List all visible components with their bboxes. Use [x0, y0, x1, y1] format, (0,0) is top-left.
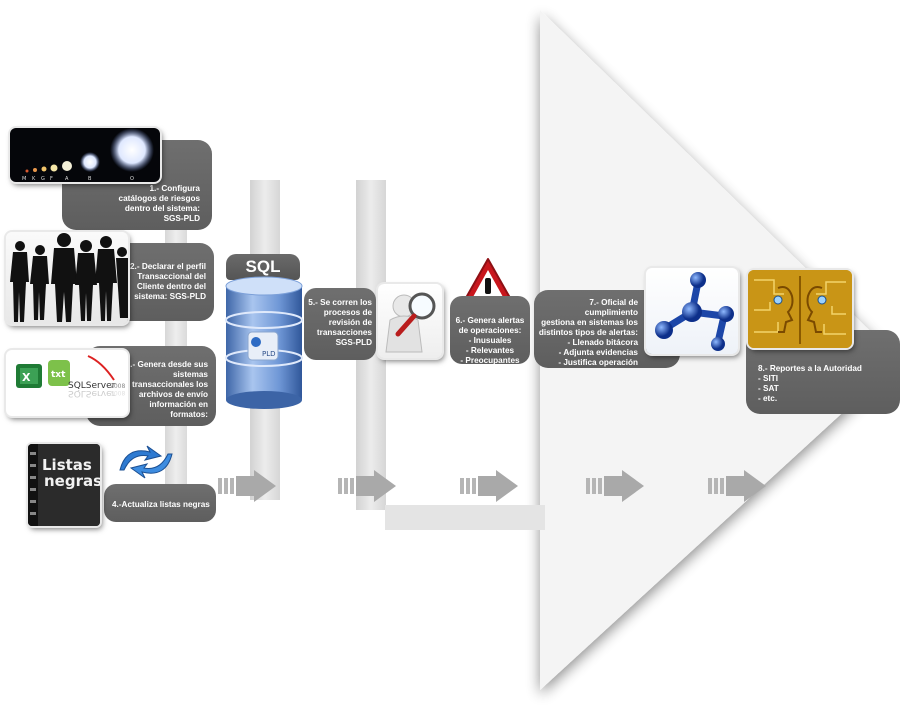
step-5-line-3: revisión de	[328, 318, 372, 327]
flow-arrow-4	[586, 470, 644, 502]
base-band	[385, 505, 545, 530]
step-6-line-3: - Inusuales	[468, 336, 512, 345]
people-silhouettes-icon	[6, 232, 128, 324]
step-5-box: 5.- Se corren los procesos de revisión d…	[304, 288, 376, 360]
sqlserver-logo-reflection: SQLServer 2008	[68, 388, 125, 398]
book-title-line-1: Listas	[42, 456, 92, 474]
scale-label-b: B	[88, 176, 92, 182]
scale-label-a: A	[65, 176, 69, 182]
sqlserver-year: 2008	[110, 383, 125, 390]
scale-label-k: K	[32, 176, 36, 182]
step-3-line-5: información en	[149, 400, 208, 409]
step-6-line-1: 6.- Genera alertas	[455, 316, 525, 325]
step-5-line-4: transacciones	[316, 328, 372, 337]
step-1-line-1: 1.- Configura	[149, 184, 201, 193]
pld-badge: PLD	[262, 350, 276, 358]
step-1-line-3: dentro del sistema:	[124, 204, 200, 213]
step-3-line-6: formatos:	[170, 410, 208, 419]
flow-arrow-3	[460, 470, 518, 502]
step-8-line-1: 8.- Reportes a la Autoridad	[758, 364, 862, 373]
flow-arrow-5	[708, 470, 766, 502]
step-1-line-4: SGS-PLD	[163, 214, 200, 223]
step-6-box: 6.- Genera alertas de operaciones: - Inu…	[450, 296, 530, 365]
step-2-line-3: Cliente dentro del	[136, 282, 206, 291]
step-8-line-3: - SAT	[758, 384, 779, 393]
step-7-line-6: - Justifica operación	[558, 358, 638, 367]
star-chart-icon: M K G F A B O	[10, 128, 160, 182]
step-3-line-3: transaccionales los	[132, 380, 208, 389]
step-6-line-2: de operaciones:	[458, 326, 522, 335]
refresh-arrows-icon	[116, 442, 176, 482]
file-formats-icon: X txt SQLServer 2008 SQLServer 2008	[6, 350, 128, 416]
scale-label-m: M	[22, 176, 26, 182]
book-title-line-2: negras	[44, 472, 100, 490]
sqlserver-logo: SQLServer	[68, 381, 116, 391]
magnifier-person-icon	[378, 284, 442, 358]
molecule-icon	[646, 268, 738, 354]
flow-arrow-2	[338, 470, 396, 502]
step-3-line-2: sistemas	[172, 370, 208, 379]
step-3-line-1: 3.- Genera desde sus	[125, 360, 208, 369]
flow-arrow-1	[218, 470, 276, 502]
step-7-line-2: gestiona en sistemas los	[541, 318, 638, 327]
step-7-box: 7.- Oficial de cumplimiento gestiona en …	[534, 290, 680, 368]
svg-text:SQLServer: SQLServer	[68, 388, 116, 398]
step-2-line-2: Transaccional del	[137, 272, 206, 281]
step-1-line-2: catálogos de riesgos	[118, 194, 200, 203]
scale-label-o: O	[130, 176, 134, 182]
step-8-line-4: - etc.	[758, 394, 778, 403]
step-2-line-4: sistema: SGS-PLD	[134, 292, 206, 301]
black-list-book-icon: Listas negras	[28, 444, 100, 526]
database-icon: PLD	[224, 276, 304, 410]
step-6-line-4: - Relevantes	[465, 346, 515, 355]
sql-label: SQL	[226, 254, 300, 280]
step-4-box: 4.-Actualiza listas negras	[104, 484, 216, 522]
step-7-line-1: 7.- Oficial de cumplimiento	[584, 298, 638, 317]
step-3-line-4: archivos de envío	[138, 390, 208, 399]
step-6-line-5: - Preocupantes	[460, 356, 520, 365]
scale-label-f: F	[50, 176, 53, 182]
step-5-line-1: 5.- Se corren los	[308, 298, 372, 307]
step-7-line-5: - Adjunta evidencias	[558, 348, 638, 357]
step-7-line-3: distintos tipos de alertas:	[538, 328, 638, 337]
step-4-line-1: 4.-Actualiza listas negras	[112, 500, 210, 509]
scale-label-g: G	[41, 176, 45, 182]
txt-logo: txt	[51, 370, 66, 380]
circuit-faces-icon	[748, 270, 852, 348]
step-2-line-1: 2.- Declarar el perfil	[130, 262, 206, 271]
svg-text:2008: 2008	[110, 389, 125, 396]
step-5-line-5: SGS-PLD	[335, 338, 372, 347]
step-8-line-2: - SITI	[758, 374, 779, 383]
step-7-line-4: - Llenado bitácora	[567, 338, 638, 347]
svg-text:X: X	[22, 371, 31, 384]
step-5-line-2: procesos de	[323, 308, 372, 317]
